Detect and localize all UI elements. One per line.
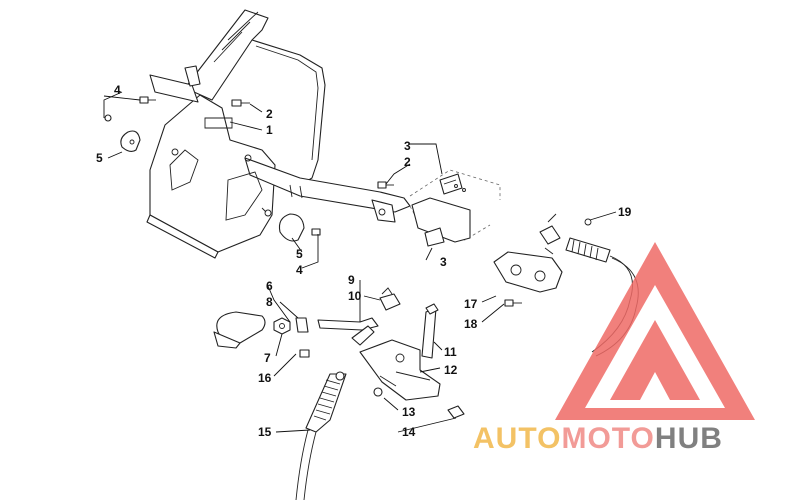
callout-13: 13 xyxy=(402,405,416,419)
callout-1: 1 xyxy=(266,123,273,137)
crossmember-bracket xyxy=(409,169,501,247)
callout-3-bottom: 3 xyxy=(440,255,447,269)
callout-10: 10 xyxy=(348,289,362,303)
grip-lever xyxy=(213,311,309,349)
callout-2-top: 2 xyxy=(266,107,273,121)
shift-linkage xyxy=(299,287,465,419)
callout-12: 12 xyxy=(444,363,458,377)
hardware-left xyxy=(104,96,394,242)
watermark-logo: AUTOMOTOHUB xyxy=(473,242,755,455)
callout-19: 19 xyxy=(618,205,632,219)
triangle-logo-icon xyxy=(555,242,755,420)
callout-2-right: 2 xyxy=(404,155,411,169)
callout-5-bottom: 5 xyxy=(296,247,303,261)
watermark-hub: HUB xyxy=(655,422,723,455)
callout-4-bottom: 4 xyxy=(296,263,303,277)
callout-6: 6 xyxy=(266,279,273,293)
callout-9: 9 xyxy=(348,273,355,287)
leader-lines xyxy=(103,91,617,433)
shift-cable-boot xyxy=(295,371,347,500)
callout-8: 8 xyxy=(266,295,273,309)
callout-15: 15 xyxy=(258,425,272,439)
callout-18: 18 xyxy=(464,317,478,331)
callout-17: 17 xyxy=(464,297,478,311)
callout-3-top: 3 xyxy=(404,139,411,153)
callout-labels: 1 2 2 3 3 4 4 5 5 6 7 8 9 10 11 12 13 14… xyxy=(96,83,632,439)
callout-16: 16 xyxy=(258,371,272,385)
callout-11: 11 xyxy=(444,345,457,359)
callout-7: 7 xyxy=(264,351,271,365)
watermark-moto: MOTO xyxy=(561,422,654,455)
cable-assembly-right xyxy=(493,213,639,357)
watermark-auto: AUTO xyxy=(473,422,561,455)
callout-14: 14 xyxy=(402,425,416,439)
steering-frame xyxy=(146,9,411,259)
callout-5-top: 5 xyxy=(96,151,103,165)
svg-text:AUTOMOTOHUB: AUTOMOTOHUB xyxy=(473,422,723,455)
callout-4-top: 4 xyxy=(114,83,121,97)
